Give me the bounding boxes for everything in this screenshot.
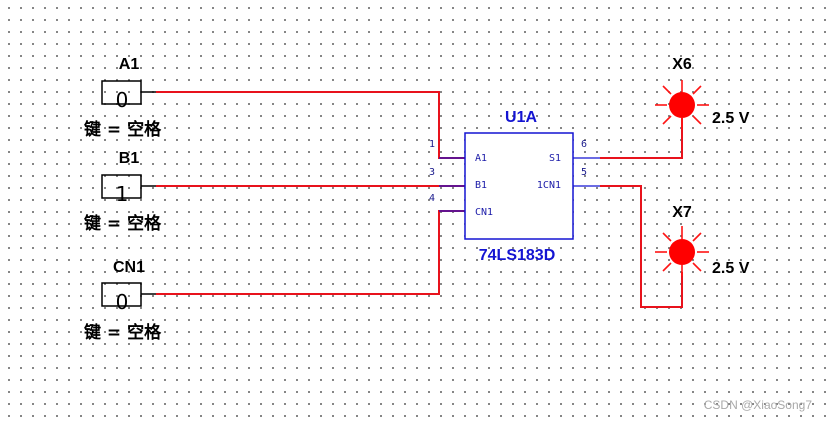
- probe-x6-lamp-icon: [655, 80, 709, 130]
- pin-name-a1: A1: [475, 153, 487, 164]
- switch-a1-label: A1: [119, 56, 140, 73]
- switch-b1[interactable]: B1 1 键 = 空格: [84, 150, 162, 234]
- switch-a1-key: 键 = 空格: [84, 119, 162, 140]
- pin-number-5: 5: [581, 167, 587, 178]
- switch-cn1-key: 键 = 空格: [84, 322, 162, 343]
- switch-a1[interactable]: A1 0 键 = 空格: [84, 56, 162, 140]
- probe-x7-label: X7: [672, 204, 692, 221]
- pin-name-cn1: CN1: [475, 207, 493, 218]
- wires: [156, 91, 683, 308]
- pin-number-3: 3: [429, 167, 435, 178]
- wire-a1[interactable]: [156, 91, 465, 159]
- wire-s1[interactable]: [600, 118, 683, 159]
- pin-number-6: 6: [581, 139, 587, 150]
- switch-a1-value: 0: [116, 88, 129, 112]
- switch-b1-label: B1: [119, 150, 140, 167]
- ic-74ls183d[interactable]: U1A 1 3 4 6 5 A1 B1 CN1 S1 1CN1 74LS183D: [429, 109, 600, 264]
- watermark: CSDN @XiaoSong7: [704, 398, 813, 412]
- switch-cn1-label: CN1: [113, 259, 145, 276]
- ic-part-label: 74LS183D: [479, 247, 556, 264]
- pin-name-s1: S1: [549, 153, 561, 164]
- switch-b1-value: 1: [116, 182, 129, 206]
- probe-x7-voltage: 2.5 V: [712, 260, 750, 277]
- probe-x7[interactable]: X7 2.5 V: [655, 204, 750, 277]
- switch-cn1-value: 0: [116, 290, 129, 314]
- ic-ref-label: U1A: [505, 109, 537, 126]
- probe-x6-label: X6: [672, 56, 692, 73]
- probe-x7-lamp-icon: [655, 226, 709, 276]
- pin-number-1: 1: [429, 139, 435, 150]
- switch-cn1[interactable]: CN1 0 键 = 空格: [84, 259, 162, 343]
- wire-cn1[interactable]: [156, 210, 465, 295]
- probe-x6[interactable]: X6 2.5 V: [655, 56, 750, 130]
- switch-b1-key: 键 = 空格: [84, 213, 162, 234]
- pin-number-4: 4: [429, 193, 435, 204]
- probe-x6-voltage: 2.5 V: [712, 110, 750, 127]
- wire-1cn1[interactable]: [600, 185, 683, 308]
- pin-name-1cn1: 1CN1: [537, 180, 561, 191]
- pin-name-b1: B1: [475, 180, 487, 191]
